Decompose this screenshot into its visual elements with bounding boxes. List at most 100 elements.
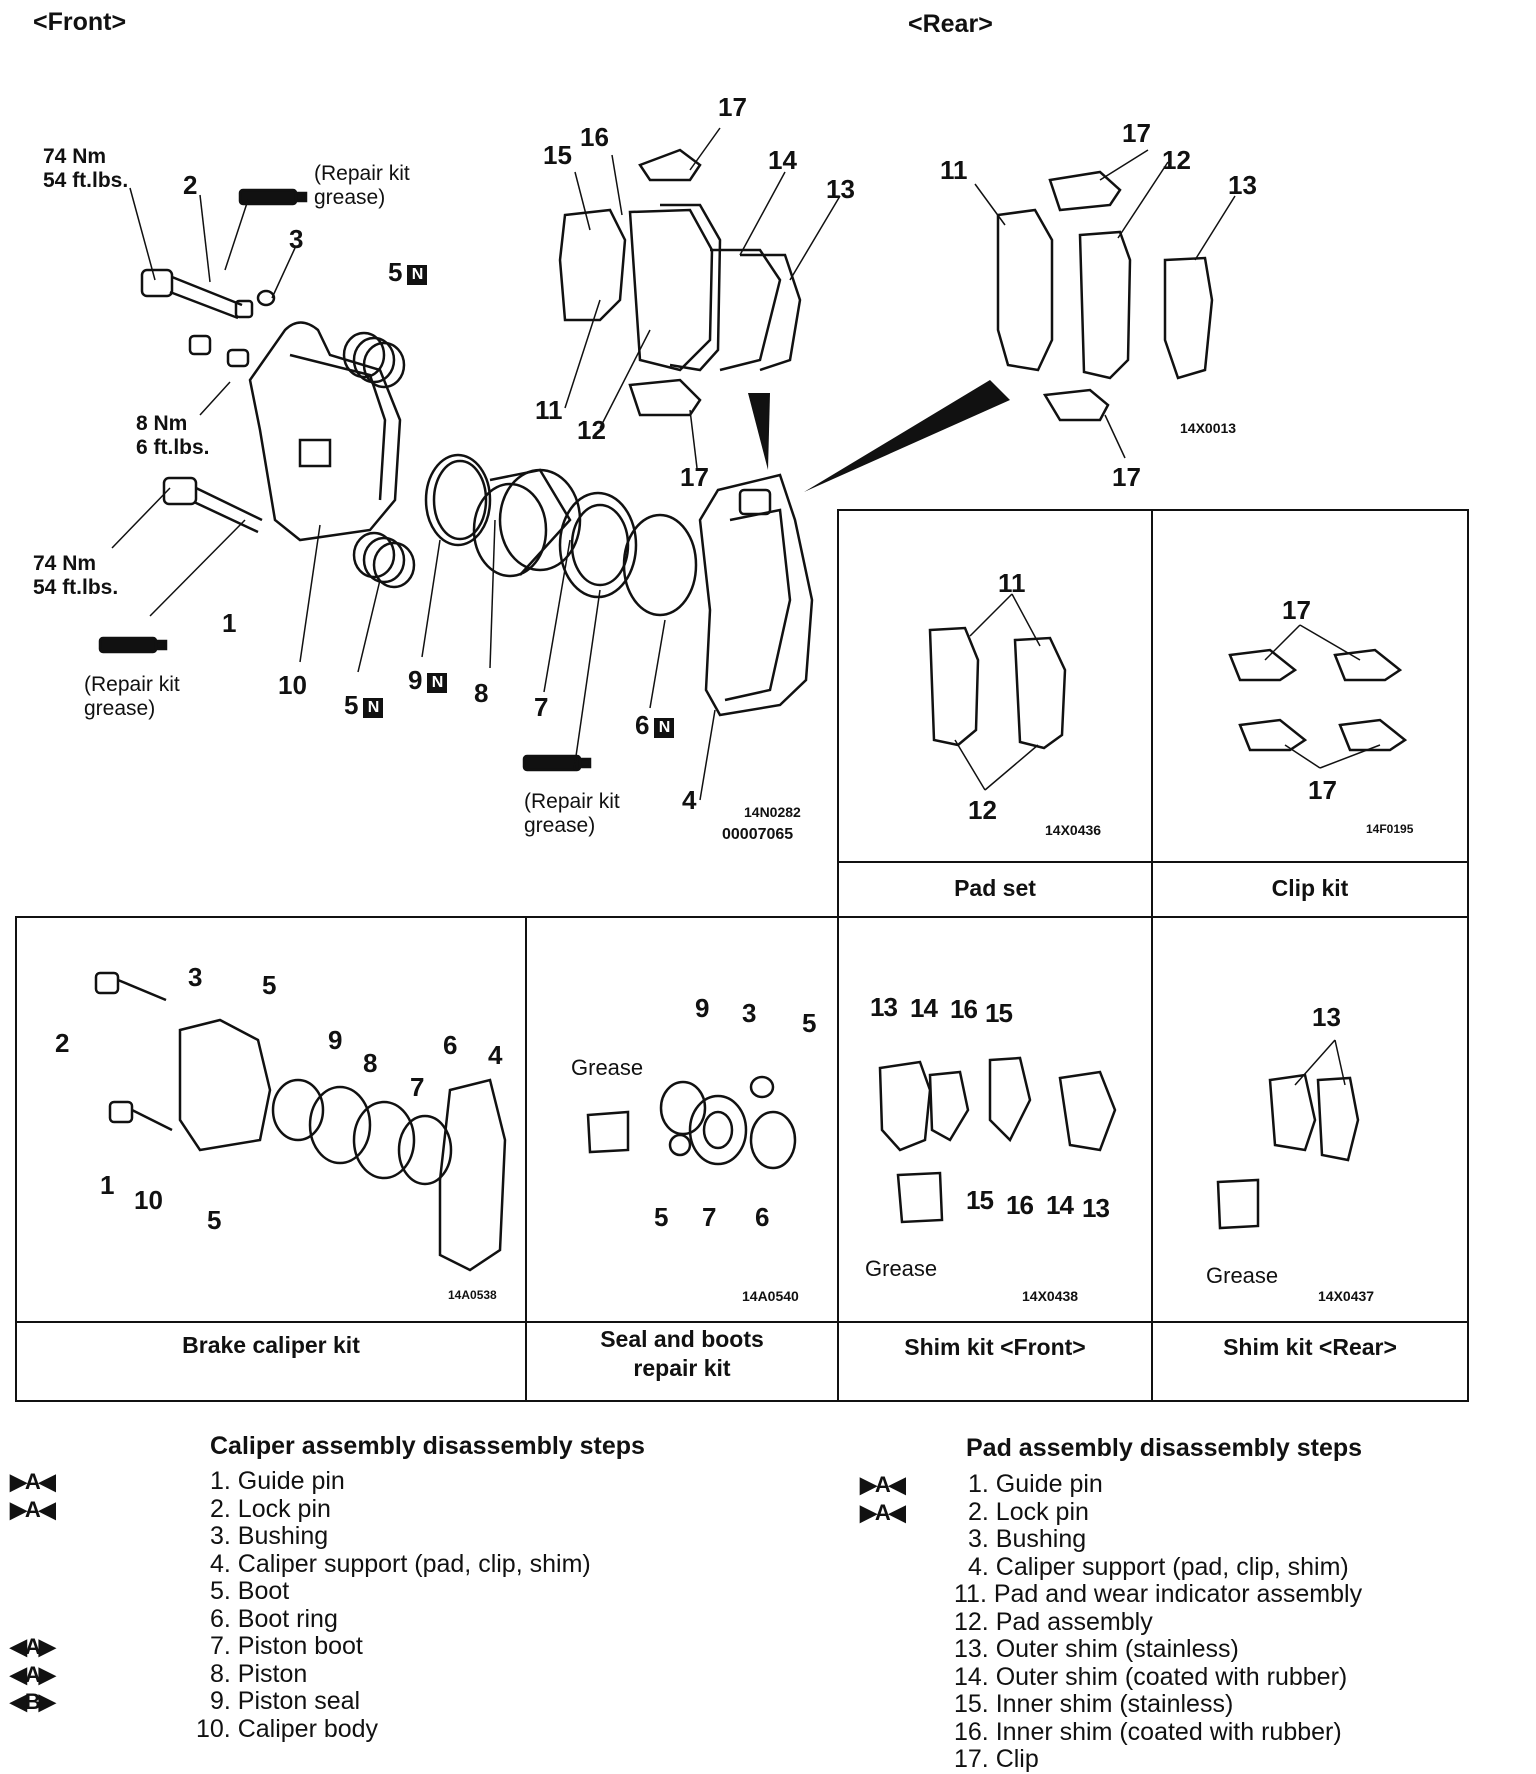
grease-tube-drawing: [98, 188, 592, 772]
callout-5: 5: [207, 1205, 222, 1235]
callout-14: 14: [910, 993, 938, 1023]
figure-code: 14X0436: [1045, 822, 1102, 838]
callout-13: 13: [1082, 1193, 1110, 1223]
figure-code: 14X0013: [1180, 420, 1237, 436]
figure-code: 14N0282: [744, 804, 801, 820]
caliper-steps-title: Caliper assembly disassembly steps: [210, 1432, 645, 1460]
callout-17: 17: [1122, 118, 1151, 148]
new-part-badge: N: [407, 265, 428, 285]
kit-grid: [15, 509, 1469, 1402]
service-mark: ◀A▶: [10, 1661, 56, 1687]
piston-drawing: [472, 468, 582, 578]
callout-13: 13: [1312, 1002, 1341, 1032]
callout-10: 10: [134, 1185, 163, 1215]
step-text: 15. Inner shim (stainless): [954, 1690, 1234, 1718]
callout-12: 12: [1162, 145, 1191, 175]
step-text: 6. Boot ring: [210, 1604, 338, 1633]
callout-16: 16: [950, 994, 978, 1024]
callout-3: 3: [742, 998, 757, 1028]
callout-1: 1: [222, 608, 237, 638]
pad-set-drawing: [928, 626, 1067, 750]
callout-15: 15: [543, 140, 572, 170]
callout-12: 12: [577, 415, 606, 445]
callout-11: 11: [535, 395, 563, 425]
callout-13: 13: [870, 992, 898, 1022]
step-text: 9. Piston seal: [210, 1687, 361, 1715]
step-text: 17. Clip: [954, 1745, 1039, 1773]
figure-code: 00007065: [722, 826, 794, 843]
service-mark: ▶A◀: [10, 1469, 56, 1494]
callout-7: 7: [534, 692, 549, 722]
figure-code: 14X0438: [1022, 1288, 1079, 1304]
callout-14: 14: [768, 145, 797, 175]
shim-kit-front-drawing: [878, 1056, 1117, 1224]
callout-17: 17: [718, 92, 747, 122]
callout-17: 17: [1282, 595, 1311, 625]
shim-kit-rear-caption: Shim kit <Rear>: [1223, 1334, 1397, 1360]
guide-pin-drawing: [162, 476, 263, 534]
callout-17: 17: [1308, 775, 1337, 805]
piston-seal-drawing: [424, 453, 492, 547]
service-mark: ▶A◀: [860, 1472, 906, 1497]
step-text: 3. Bushing: [210, 1522, 329, 1550]
rear-pads-drawing: [996, 170, 1214, 422]
callout-10: 10: [278, 670, 307, 700]
callout-5: 5: [262, 970, 277, 1000]
callout-7: 7: [410, 1072, 425, 1102]
service-mark: ◀B▶: [10, 1689, 56, 1714]
seal-kit-drawing: [586, 1075, 797, 1170]
callout-15: 15: [985, 998, 1013, 1028]
callout-16: 16: [1006, 1190, 1034, 1220]
step-text: 4. Caliper support (pad, clip, shim): [210, 1549, 591, 1578]
boot-drawing: [188, 289, 416, 589]
grease-label: Grease: [1206, 1263, 1279, 1288]
callout-1: 1: [100, 1170, 115, 1200]
step-text: 12. Pad assembly: [954, 1607, 1153, 1636]
lock-pin-drawing: [140, 268, 254, 320]
caliper-body-drawing: [248, 321, 402, 542]
callout-8: 8: [474, 678, 489, 708]
caliper-support-drawing: [698, 473, 814, 717]
step-text: 14. Outer shim (coated with rubber): [954, 1662, 1348, 1691]
brake-caliper-kit-caption: Brake caliper kit: [182, 1332, 360, 1358]
shim-kit-front-caption: Shim kit <Front>: [904, 1334, 1086, 1360]
figure-code: 14A0540: [742, 1288, 799, 1304]
callout-8: 8: [363, 1048, 378, 1078]
grease-label: Grease: [571, 1055, 644, 1080]
callout-14: 14: [1046, 1190, 1074, 1220]
pad-steps-title: Pad assembly disassembly steps: [966, 1434, 1363, 1462]
step-text: 13. Outer shim (stainless): [954, 1635, 1239, 1663]
callout-17: 17: [1112, 462, 1141, 492]
callout-6: 6: [755, 1202, 770, 1232]
callout-13: 13: [1228, 170, 1257, 200]
step-text: 5. Boot: [210, 1577, 290, 1605]
pointer-wedge: [748, 393, 770, 470]
pad-set-caption: Pad set: [954, 875, 1036, 901]
front-section-title: <Front>: [33, 8, 127, 36]
grease-label: Grease: [865, 1256, 938, 1281]
callout-7: 7: [702, 1202, 717, 1232]
callout-2: 2: [55, 1028, 70, 1058]
callout-3: 3: [289, 224, 304, 254]
step-text: 10. Caliper body: [196, 1714, 379, 1743]
pointer-wedge: [804, 380, 1010, 492]
callout-4: 4: [488, 1040, 503, 1070]
callout-17: 17: [680, 462, 709, 492]
callout-2: 2: [183, 170, 198, 200]
boot-ring-drawing: [622, 513, 698, 617]
step-text: 8. Piston: [210, 1659, 308, 1688]
callout-9: 9: [328, 1025, 343, 1055]
step-text: 7. Piston boot: [210, 1632, 363, 1660]
service-mark: ◀A▶: [10, 1634, 56, 1659]
new-part-badge: N: [427, 673, 448, 693]
